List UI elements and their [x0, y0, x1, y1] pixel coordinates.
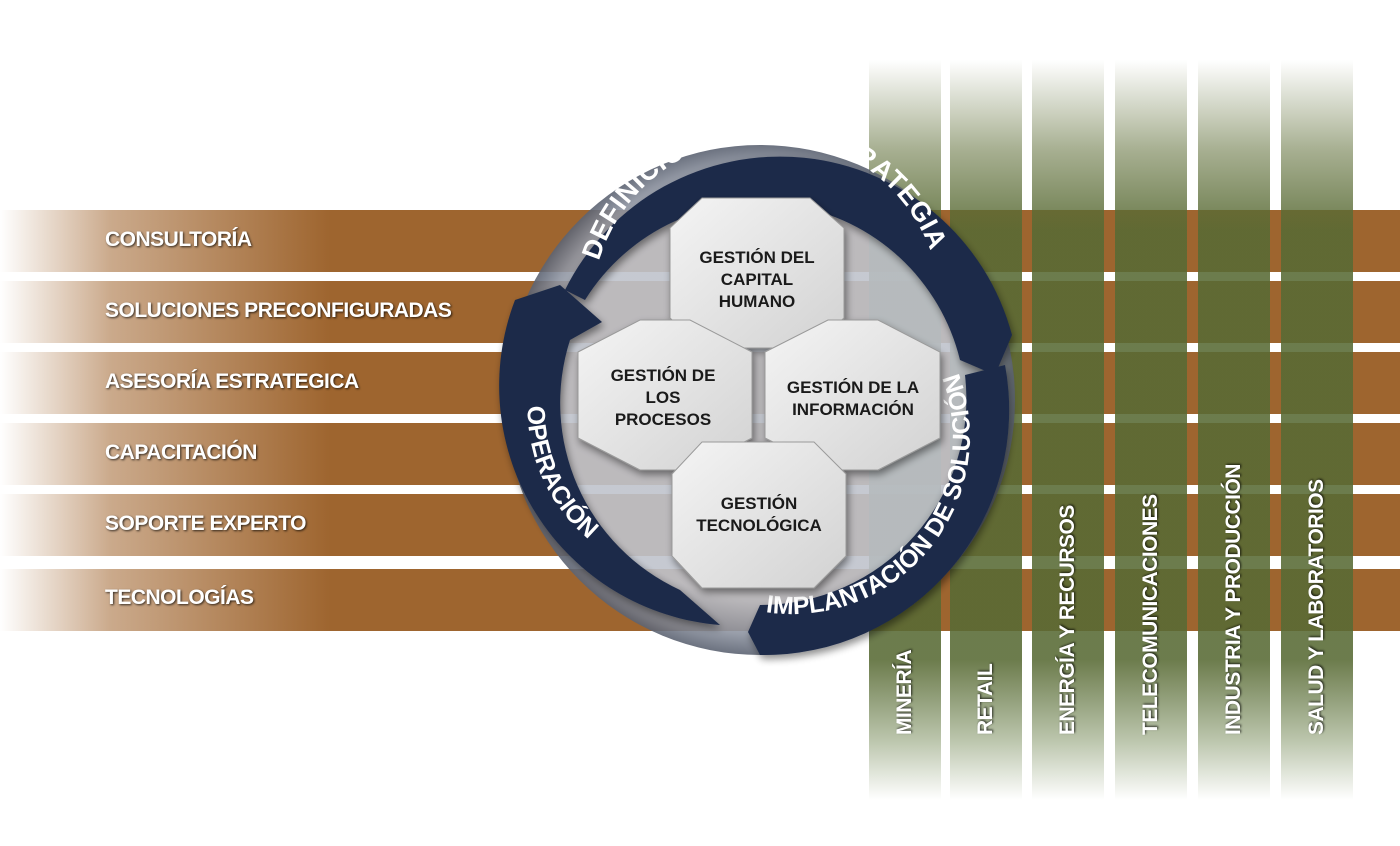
service-label: CAPACITACIÓN	[105, 441, 257, 464]
hexagon-procesos	[577, 319, 753, 471]
hexagon-label-capital-humano: GESTIÓN DEL CAPITAL HUMANO	[699, 248, 815, 311]
column-telecom	[1115, 60, 1187, 800]
industry-label: SALUD Y LABORATORIOS	[1305, 479, 1328, 735]
service-label: ASESORÍA ESTRATEGICA	[105, 370, 359, 393]
column-salud	[1281, 60, 1353, 800]
hexagon-label-tecnologica: GESTIÓN TECNOLÓGICA	[696, 494, 822, 535]
arrow-definicion	[565, 156, 1012, 375]
service-label: SOPORTE EXPERTO	[105, 512, 307, 535]
ring-base	[505, 145, 1015, 655]
hexagon-label-informacion: GESTIÓN DE LA INFORMACIÓN	[786, 378, 920, 419]
arrow-operacion	[499, 285, 720, 625]
arrow-implantacion	[748, 365, 1010, 656]
industry-label: RETAIL	[974, 663, 997, 735]
column-energia	[1032, 60, 1104, 800]
column-industria	[1198, 60, 1270, 800]
service-label: CONSULTORÍA	[105, 228, 252, 251]
industry-label: TELECOMUNICACIONES	[1139, 494, 1162, 735]
service-label: SOLUCIONES PRECONFIGURADAS	[105, 299, 452, 322]
service-label: TECNOLOGÍAS	[105, 586, 254, 609]
hexagon-tecnologica	[671, 441, 847, 589]
industry-label: ENERGÍA Y RECURSOS	[1056, 505, 1079, 735]
industry-label: INDUSTRIA Y PRODUCCIÓN	[1222, 464, 1245, 735]
industry-label: MINERÍA	[893, 649, 916, 735]
hexagon-label-procesos: GESTIÓN DE LOS PROCESOS	[610, 366, 716, 429]
